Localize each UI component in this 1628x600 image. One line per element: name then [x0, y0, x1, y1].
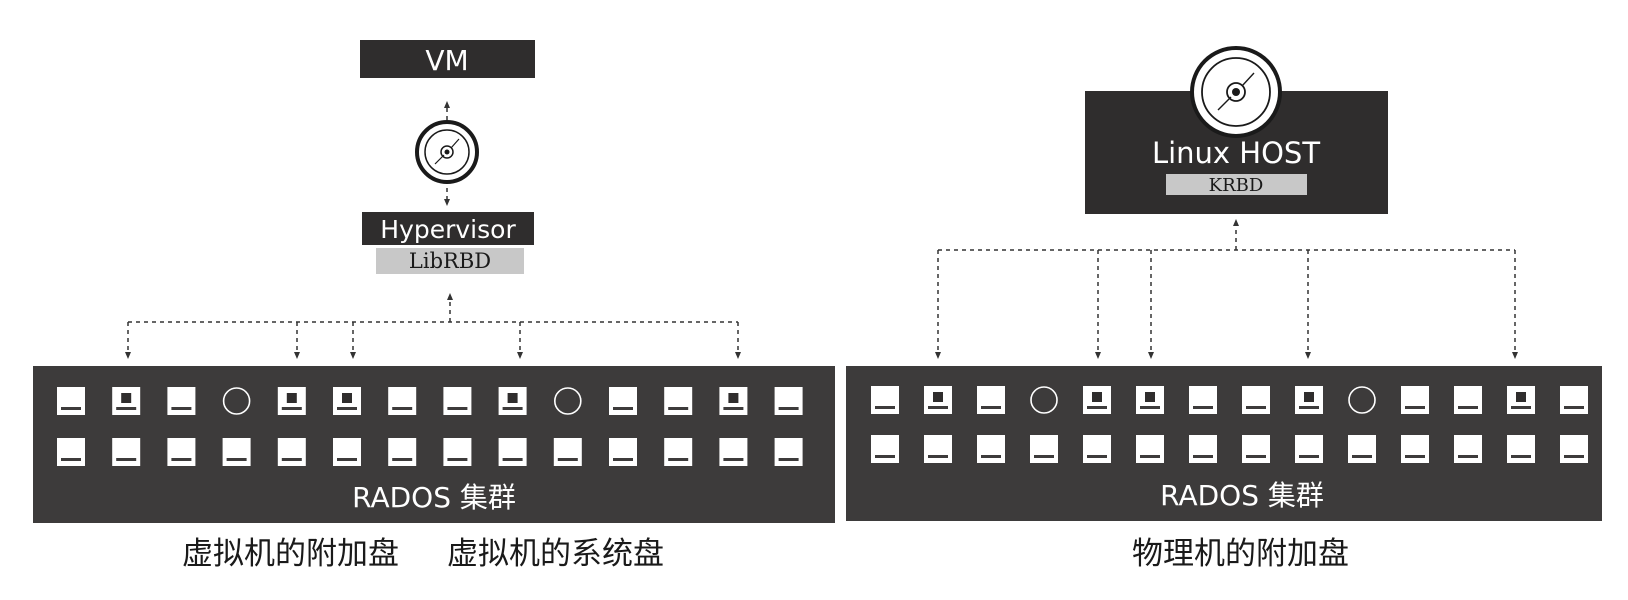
right-top-disk-icon — [1189, 386, 1217, 414]
right-bottom-disk-icon — [1560, 435, 1588, 463]
right-cluster-top-row — [871, 386, 1588, 414]
left-bottom-disk-icon — [277, 438, 306, 466]
right-top-disk-dot-icon — [1507, 386, 1535, 414]
caption-physical-attached-disk: 物理机的附加盘 — [1132, 536, 1349, 572]
left-bottom-disk-icon — [112, 438, 141, 466]
right-bottom-disk-icon — [1083, 435, 1111, 463]
right-bottom-disk-icon — [1242, 435, 1270, 463]
right-bottom-disk-icon — [1454, 435, 1482, 463]
krbd-label: KRBD — [1209, 175, 1264, 196]
left-top-disk-icon — [609, 387, 637, 415]
librbd-label: LibRBD — [409, 249, 491, 273]
caption-vm-system-disk: 虚拟机的系统盘 — [447, 536, 664, 572]
right-bottom-disk-icon — [1189, 435, 1217, 463]
left-cluster-label: RADOS 集群 — [352, 481, 516, 514]
left-bottom-disk-icon — [664, 438, 693, 466]
left-bottom-disk-icon — [609, 438, 637, 466]
right-top-disk-dot-icon — [924, 386, 952, 414]
right-top-disk-icon — [871, 386, 899, 414]
right-top-disk-dot-icon — [1136, 386, 1164, 414]
left-top-disk-icon — [388, 387, 417, 415]
linux-host-box: Linux HOST KRBD — [1085, 91, 1388, 214]
right-top-circle-icon — [1348, 386, 1376, 414]
right-bottom-disk-icon — [1401, 435, 1429, 463]
left-bottom-disk-icon — [388, 438, 417, 466]
right-top-disk-icon — [1242, 386, 1270, 414]
left-bottom-disk-icon — [57, 438, 85, 466]
left-top-disk-icon — [443, 387, 472, 415]
right-top-disk-icon — [1401, 386, 1429, 414]
left-cluster-top-row — [57, 387, 803, 415]
left-top-disk-icon — [57, 387, 85, 415]
left-top-disk-dot-icon — [277, 387, 306, 415]
right-top-disk-icon — [977, 386, 1005, 414]
left-fanout — [125, 293, 741, 359]
left-top-disk-icon — [664, 387, 693, 415]
right-bottom-disk-icon — [977, 435, 1005, 463]
left-top-circle-icon — [222, 387, 251, 415]
right-cluster-label: RADOS 集群 — [1160, 479, 1324, 512]
vm-box: VM — [360, 40, 535, 78]
left-top-disk-icon — [774, 387, 803, 415]
right-top-disk-icon — [1560, 386, 1588, 414]
right-bottom-disk-icon — [1030, 435, 1058, 463]
right-top-disk-dot-icon — [1295, 386, 1323, 414]
right-bottom-disk-icon — [1136, 435, 1164, 463]
left-top-disk-dot-icon — [498, 387, 527, 415]
left-bottom-disk-icon — [333, 438, 361, 466]
left-bottom-disk-icon — [167, 438, 196, 466]
left-bottom-disk-icon — [498, 438, 527, 466]
right-fanout — [935, 219, 1518, 359]
left-top-disk-dot-icon — [719, 387, 748, 415]
right-bottom-disk-icon — [871, 435, 899, 463]
linux-host-label: Linux HOST — [1152, 136, 1320, 170]
hypervisor-box: Hypervisor — [362, 212, 534, 245]
left-bottom-disk-icon — [774, 438, 803, 466]
hypervisor-label: Hypervisor — [380, 215, 516, 244]
left-top-disk-icon — [167, 387, 196, 415]
right-cluster-bottom-row — [871, 435, 1588, 463]
left-top-circle-icon — [553, 387, 582, 415]
caption-vm-attached-disk: 虚拟机的附加盘 — [182, 536, 399, 572]
left-bottom-disk-icon — [719, 438, 748, 466]
left-top-disk-dot-icon — [333, 387, 361, 415]
host-disk-icon — [1190, 46, 1282, 138]
vm-disk-icon — [415, 120, 479, 184]
left-bottom-disk-icon — [222, 438, 251, 466]
right-top-disk-dot-icon — [1083, 386, 1111, 414]
left-bottom-disk-icon — [443, 438, 472, 466]
right-top-disk-icon — [1454, 386, 1482, 414]
left-cluster-bottom-row — [57, 438, 803, 466]
left-bottom-disk-icon — [553, 438, 582, 466]
left-top-disk-dot-icon — [112, 387, 141, 415]
right-bottom-disk-icon — [924, 435, 952, 463]
right-bottom-disk-icon — [1295, 435, 1323, 463]
librbd-tag: LibRBD — [376, 248, 524, 274]
right-rados-cluster: RADOS 集群 — [846, 366, 1602, 521]
left-rados-cluster: RADOS 集群 — [33, 366, 835, 523]
krbd-tag — [1166, 174, 1307, 195]
right-bottom-disk-icon — [1348, 435, 1376, 463]
right-top-circle-icon — [1030, 386, 1058, 414]
right-bottom-disk-icon — [1507, 435, 1535, 463]
vm-label: VM — [425, 44, 468, 77]
